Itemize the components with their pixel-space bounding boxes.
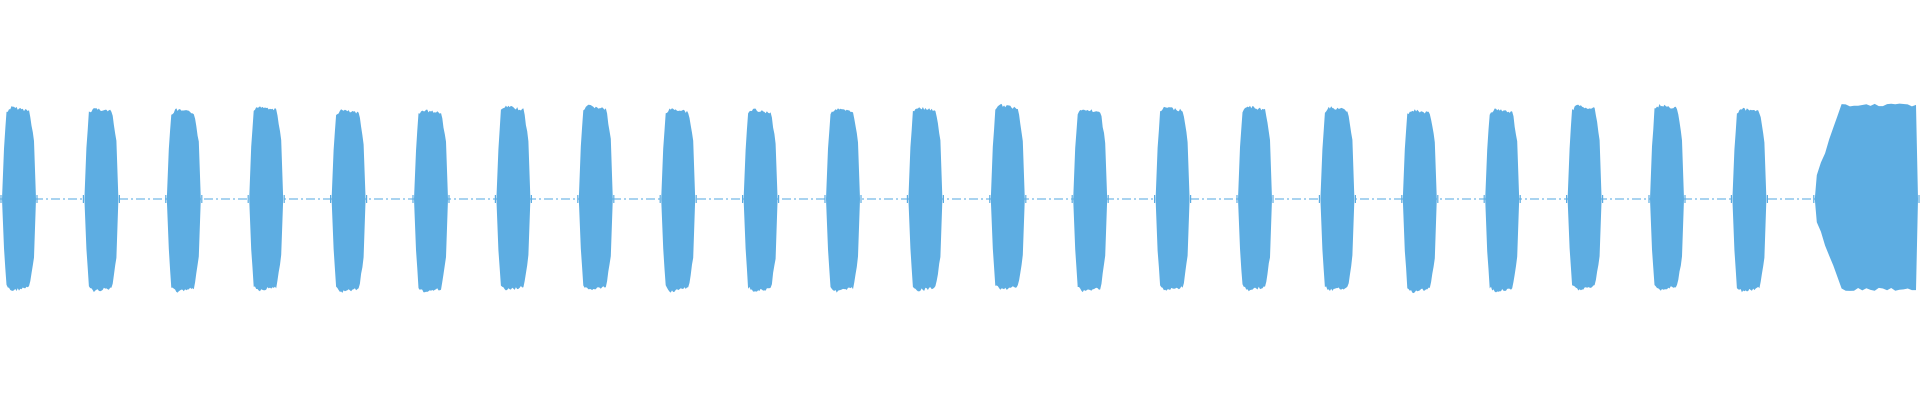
waveform-pulse — [1485, 108, 1520, 293]
waveform-pulse — [990, 103, 1025, 290]
waveform-pulse — [166, 108, 201, 293]
waveform-pulse — [1732, 107, 1767, 293]
waveform-pulse — [1567, 104, 1602, 291]
waveform-pulse — [414, 109, 448, 293]
waveform-pulse — [84, 108, 119, 293]
waveform-pulse — [2, 106, 36, 291]
waveform-pulse — [908, 107, 943, 292]
waveform-pulse — [578, 104, 613, 291]
waveform-pulse — [1155, 106, 1190, 291]
waveform-pulse — [1320, 106, 1355, 291]
waveform-pulse — [1402, 109, 1437, 294]
waveform-pulse — [496, 105, 531, 291]
waveform-pulse — [1650, 104, 1684, 291]
waveform-pulse — [331, 109, 366, 293]
waveform-pulse — [743, 108, 778, 292]
waveform-pulses — [0, 103, 1920, 294]
waveform-pulse — [249, 106, 284, 292]
waveform-pulse — [661, 108, 696, 293]
waveform-pulse — [1814, 103, 1918, 291]
waveform-pulse — [1238, 105, 1272, 292]
waveform-pulse — [826, 108, 860, 293]
waveform-pulse — [1073, 109, 1108, 293]
